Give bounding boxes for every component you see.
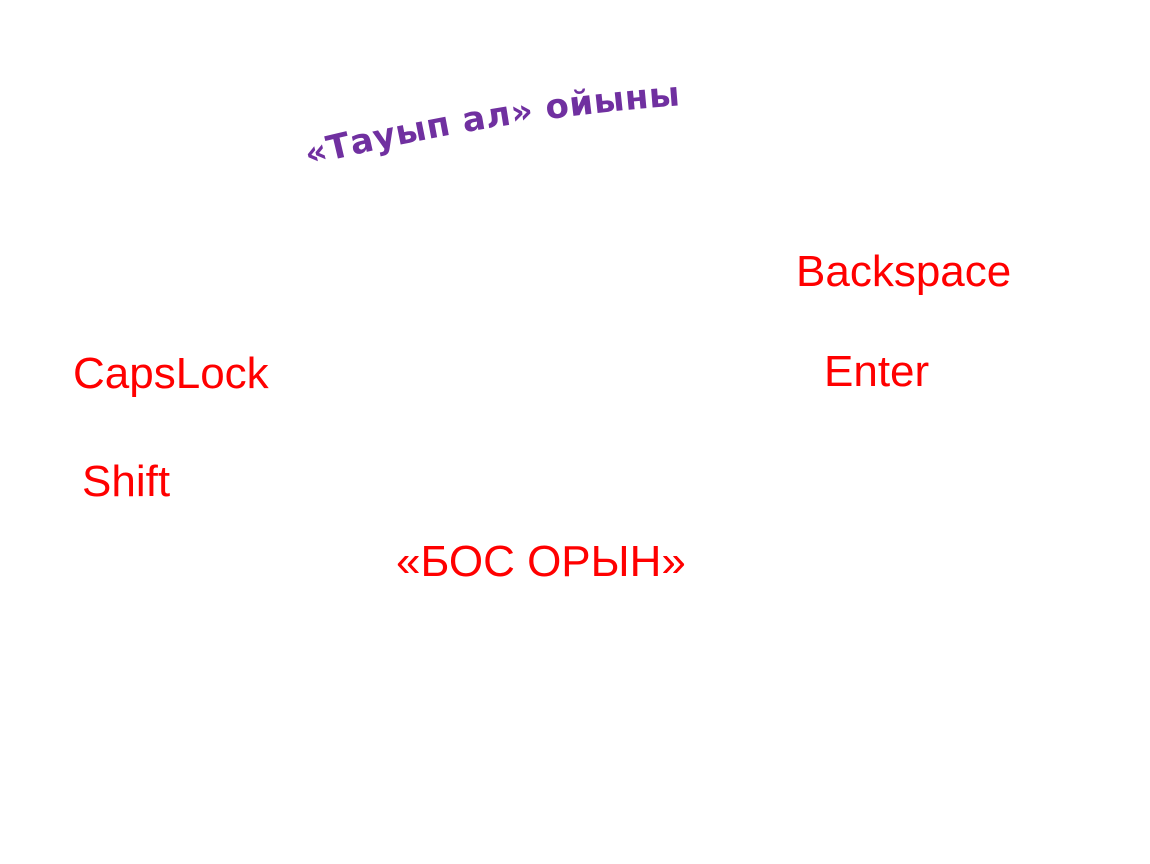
word-capslock: CapsLock — [73, 349, 269, 398]
slide-title-text: «Тауып ал» ойыны — [301, 74, 682, 174]
word-shift: Shift — [82, 457, 171, 506]
slide-title: «Тауып ал» ойыны — [300, 74, 710, 186]
slide-title-wordart: «Тауып ал» ойыны — [301, 74, 682, 174]
word-enter: Enter — [824, 347, 930, 396]
word-backspace: Backspace — [796, 247, 1012, 296]
slide-title-path-text: «Тауып ал» ойыны — [301, 74, 682, 174]
word-space: «БОС ОРЫН» — [396, 537, 686, 586]
